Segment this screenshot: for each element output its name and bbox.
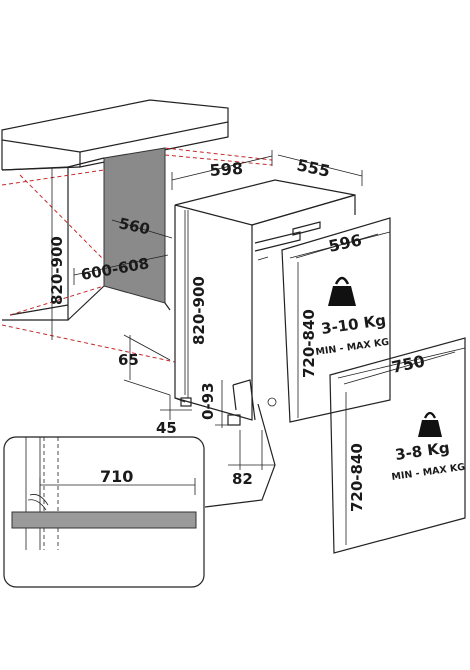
detail-leader (204, 403, 276, 508)
panel-b-weight-note: MIN - MAX KG (391, 462, 466, 483)
panel-a-weight-note: MIN - MAX KG (315, 337, 390, 358)
label-niche-height: 820-900 (48, 236, 66, 305)
detail-box (3, 436, 205, 588)
label-foot-depth: 45 (156, 419, 177, 437)
label-detail-width: 710 (100, 467, 133, 486)
dishwasher-body (174, 179, 356, 426)
weight-icon (328, 276, 356, 306)
panel-a-weight: 3-10 Kg (320, 311, 387, 338)
label-appliance-height: 820-900 (190, 276, 208, 345)
label-panel-b-width: 750 (390, 351, 427, 377)
label-cabinet-depth: 555 (295, 155, 332, 181)
label-panel-a-width: 596 (327, 230, 364, 256)
weight-icon (418, 411, 442, 437)
label-plinth-gap: 65 (118, 351, 139, 369)
door-panel-b (329, 337, 466, 554)
cabinet-niche (1, 147, 273, 363)
label-panel-a-height: 720-840 (300, 309, 318, 378)
label-cabinet-width: 598 (209, 159, 244, 180)
label-adjust-range: 0-93 (199, 382, 217, 420)
label-panel-b-height: 720-840 (348, 443, 366, 512)
label-foot-offset: 82 (232, 470, 253, 488)
dimension-lines (44, 150, 466, 545)
panel-b-weight: 3-8 Kg (394, 439, 451, 464)
